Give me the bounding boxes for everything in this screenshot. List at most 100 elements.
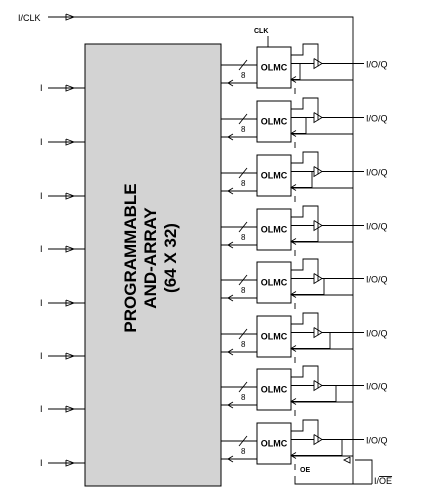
input-pin-label: I (40, 351, 43, 361)
oe-buffer (342, 456, 351, 464)
pin-feedback-arrow (290, 238, 297, 245)
io-pin-label: I/O/Q (366, 329, 388, 339)
olmc-unit: 8 OLMC I/O/Q (221, 43, 388, 94)
feedback-buffer (227, 294, 234, 302)
olmc-label: OLMC (261, 439, 288, 449)
olmc-unit: 8 OLMC I/O/Q (221, 312, 388, 363)
io-pin-label: I/O/Q (366, 114, 388, 124)
bus-slash (238, 167, 248, 179)
oe-control-line (291, 97, 319, 121)
bus-width-label: 8 (241, 125, 246, 134)
pin-feedback-line (291, 439, 343, 456)
olmc-box (256, 208, 292, 251)
olmc-unit: 8 OLMC I/O/Q (221, 151, 388, 202)
clock-line (48, 16, 354, 484)
feedback-buffer (227, 79, 234, 87)
oe-control-line (291, 419, 319, 443)
olmc-unit: 8 OLMC I/O/Q (221, 97, 388, 148)
input-buffer (65, 405, 76, 413)
pin-feedback-line (291, 171, 313, 188)
bus-width-label: 8 (241, 393, 246, 402)
olmc-box (256, 261, 292, 304)
pin-feedback-arrow (290, 76, 297, 83)
oe-control-line (291, 312, 319, 336)
bus-width-label: 8 (241, 233, 246, 242)
input-buffer (65, 84, 76, 92)
feedback-buffer (227, 241, 234, 249)
oe-label: OE (300, 467, 310, 474)
clk-label: CLK (254, 28, 268, 35)
olmc-label: OLMC (261, 63, 288, 73)
io-pin-label: I/O/Q (366, 168, 388, 178)
bus-width-label: 8 (241, 340, 246, 349)
io-pin-label: I/O/Q (366, 222, 388, 232)
io-pin-label: I/O/Q (366, 275, 388, 285)
pin-feedback-arrow (290, 452, 297, 459)
pin-feedback-line (291, 385, 337, 402)
bus-width-label: 8 (241, 71, 246, 80)
pin-feedback-arrow (290, 184, 297, 191)
input-buffer (65, 138, 76, 146)
pin-feedback-line (291, 63, 301, 80)
olmc-unit: 8 OLMC I/O/Q (221, 205, 388, 256)
pin-feedback-arrow (290, 130, 297, 137)
input-pin-label: I (40, 244, 43, 254)
olmc-label: OLMC (261, 385, 288, 395)
olmc-box (256, 422, 292, 465)
clock-input-buffer (65, 13, 76, 21)
pin-feedback-arrow (290, 345, 297, 352)
olmc-label: OLMC (261, 278, 288, 288)
bus-width-label: 8 (241, 179, 246, 188)
olmc-label: OLMC (261, 171, 288, 181)
olmc-label: OLMC (261, 225, 288, 235)
olmc-box (256, 46, 292, 89)
io-pin-label: I/O/Q (366, 382, 388, 392)
bus-slash (238, 381, 248, 393)
olmc-unit: 8 OLMC I/O/Q (221, 365, 388, 416)
oe-bus-line (294, 476, 372, 485)
oe-pin-label: I/OE (374, 476, 392, 486)
feedback-buffer (227, 187, 234, 195)
input-buffer (65, 352, 76, 360)
oe-control-line (291, 151, 319, 175)
pin-feedback-line (291, 117, 307, 134)
and-array-label-2: AND-ARRAY (141, 207, 160, 309)
input-pin-label: I (40, 404, 43, 414)
and-array-label-3: (64 X 32) (161, 223, 180, 293)
pin-feedback-line (291, 278, 325, 295)
feedback-buffer (227, 133, 234, 141)
bus-width-label: 8 (241, 286, 246, 295)
input-pin-label: I (40, 298, 43, 308)
bus-slash (238, 435, 248, 447)
bus-slash (238, 274, 248, 286)
input-buffer (65, 192, 76, 200)
pin-feedback-arrow (290, 398, 297, 405)
olmc-label: OLMC (261, 117, 288, 127)
olmc-unit: 8 OLMC I/O/Q (221, 258, 388, 309)
olmc-box (256, 368, 292, 411)
input-buffer (65, 459, 76, 467)
and-array-block (84, 43, 222, 487)
feedback-buffer (227, 455, 234, 463)
input-buffer (65, 245, 76, 253)
input-pin-label: I (40, 191, 43, 201)
bus-slash (238, 113, 248, 125)
olmc-box (256, 100, 292, 143)
oe-control-line (291, 205, 319, 229)
oe-pin-line (355, 459, 373, 484)
and-array-label-1: PROGRAMMABLE (121, 183, 140, 332)
pin-feedback-line (291, 225, 319, 242)
feedback-buffer (227, 348, 234, 356)
input-pin-label: I (40, 458, 43, 468)
bus-slash (238, 221, 248, 233)
feedback-buffer (227, 401, 234, 409)
io-pin-label: I/O/Q (366, 60, 388, 70)
oe-control-line (291, 365, 319, 389)
io-pin-label: I/O/Q (366, 436, 388, 446)
oe-control-line (291, 43, 319, 67)
olmc-label: OLMC (261, 332, 288, 342)
oe-control-line (291, 258, 319, 282)
input-buffer (65, 299, 76, 307)
